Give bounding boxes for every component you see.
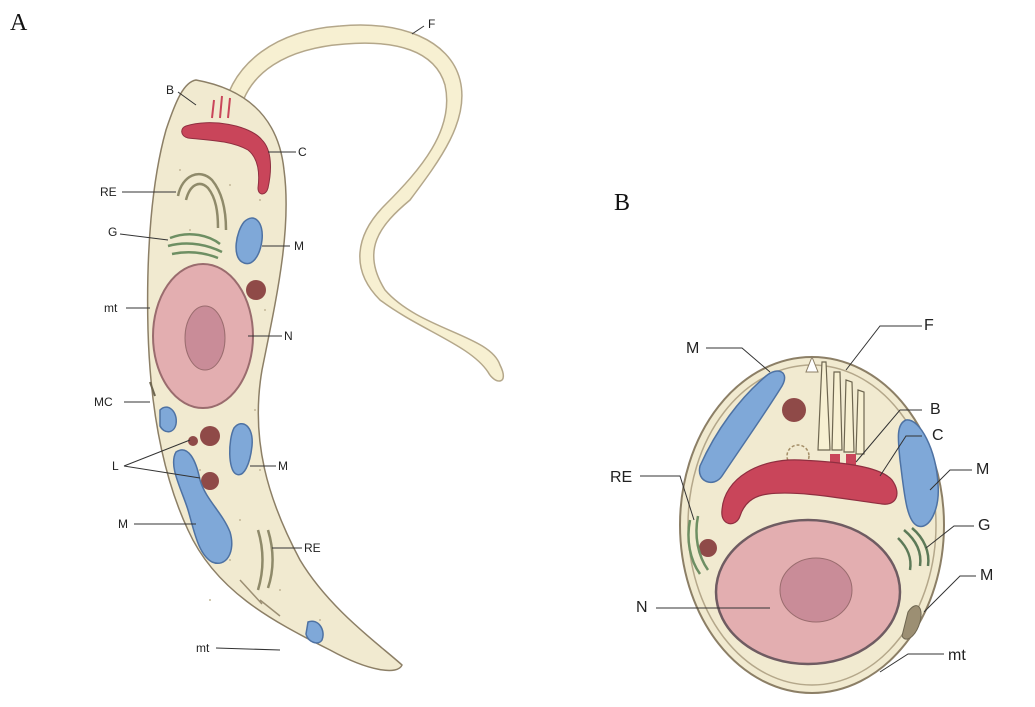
label-a-nucleus: N — [284, 329, 293, 343]
label-a-mito-upper: M — [294, 239, 304, 253]
label-a-flagellum: F — [428, 17, 435, 31]
nucleolus-b — [780, 558, 852, 622]
panel-b-letter: B — [614, 190, 630, 217]
panel-a-diagram: F B C RE G M mt N MC L M M RE mt — [94, 17, 503, 670]
panel-a-letter: A — [10, 10, 27, 37]
label-b-reticulum: RE — [610, 469, 632, 486]
label-a-kinetoplast: C — [298, 145, 307, 159]
label-b-basal-body: B — [930, 401, 941, 418]
label-b-golgi: G — [978, 517, 990, 534]
label-a-reticulum-top: RE — [100, 185, 117, 199]
label-a-microtubules-top: mt — [104, 301, 118, 315]
panel-b-diagram: M F B C RE M G M N mt — [610, 317, 993, 693]
label-a-mc: MC — [94, 395, 113, 409]
label-b-nucleus: N — [636, 599, 648, 616]
mitochondrion-a-small — [160, 407, 176, 432]
label-b-mito-lower: M — [980, 567, 993, 584]
label-a-lysosome: L — [112, 459, 119, 473]
label-a-reticulum-bottom: RE — [304, 541, 321, 555]
nucleolus-a — [185, 306, 225, 370]
label-a-mito-middle: M — [278, 459, 288, 473]
label-b-mito-left: M — [686, 340, 699, 357]
label-a-mito-lower: M — [118, 517, 128, 531]
label-a-basal-body: B — [166, 83, 174, 97]
label-a-golgi: G — [108, 225, 117, 239]
label-b-flagellum: F — [924, 317, 934, 334]
label-b-microtubules: mt — [948, 647, 966, 664]
label-b-mito-right: M — [976, 461, 989, 478]
label-a-microtubules-bottom: mt — [196, 641, 210, 655]
label-b-kinetoplast: C — [932, 427, 944, 444]
